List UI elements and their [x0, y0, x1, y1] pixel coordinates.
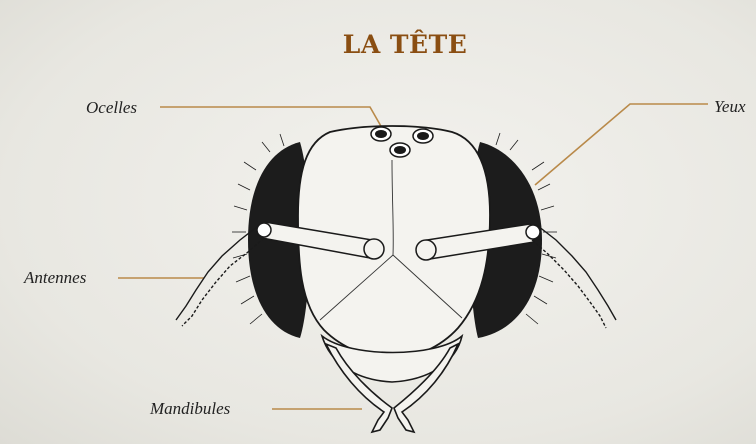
label-ocelles: Ocelles — [86, 98, 137, 118]
label-antennes: Antennes — [24, 268, 86, 288]
label-mandibules: Mandibules — [150, 399, 230, 419]
leader-line-ocelles — [160, 107, 382, 128]
leader-line-yeux — [535, 104, 708, 185]
label-yeux: Yeux — [714, 97, 746, 117]
